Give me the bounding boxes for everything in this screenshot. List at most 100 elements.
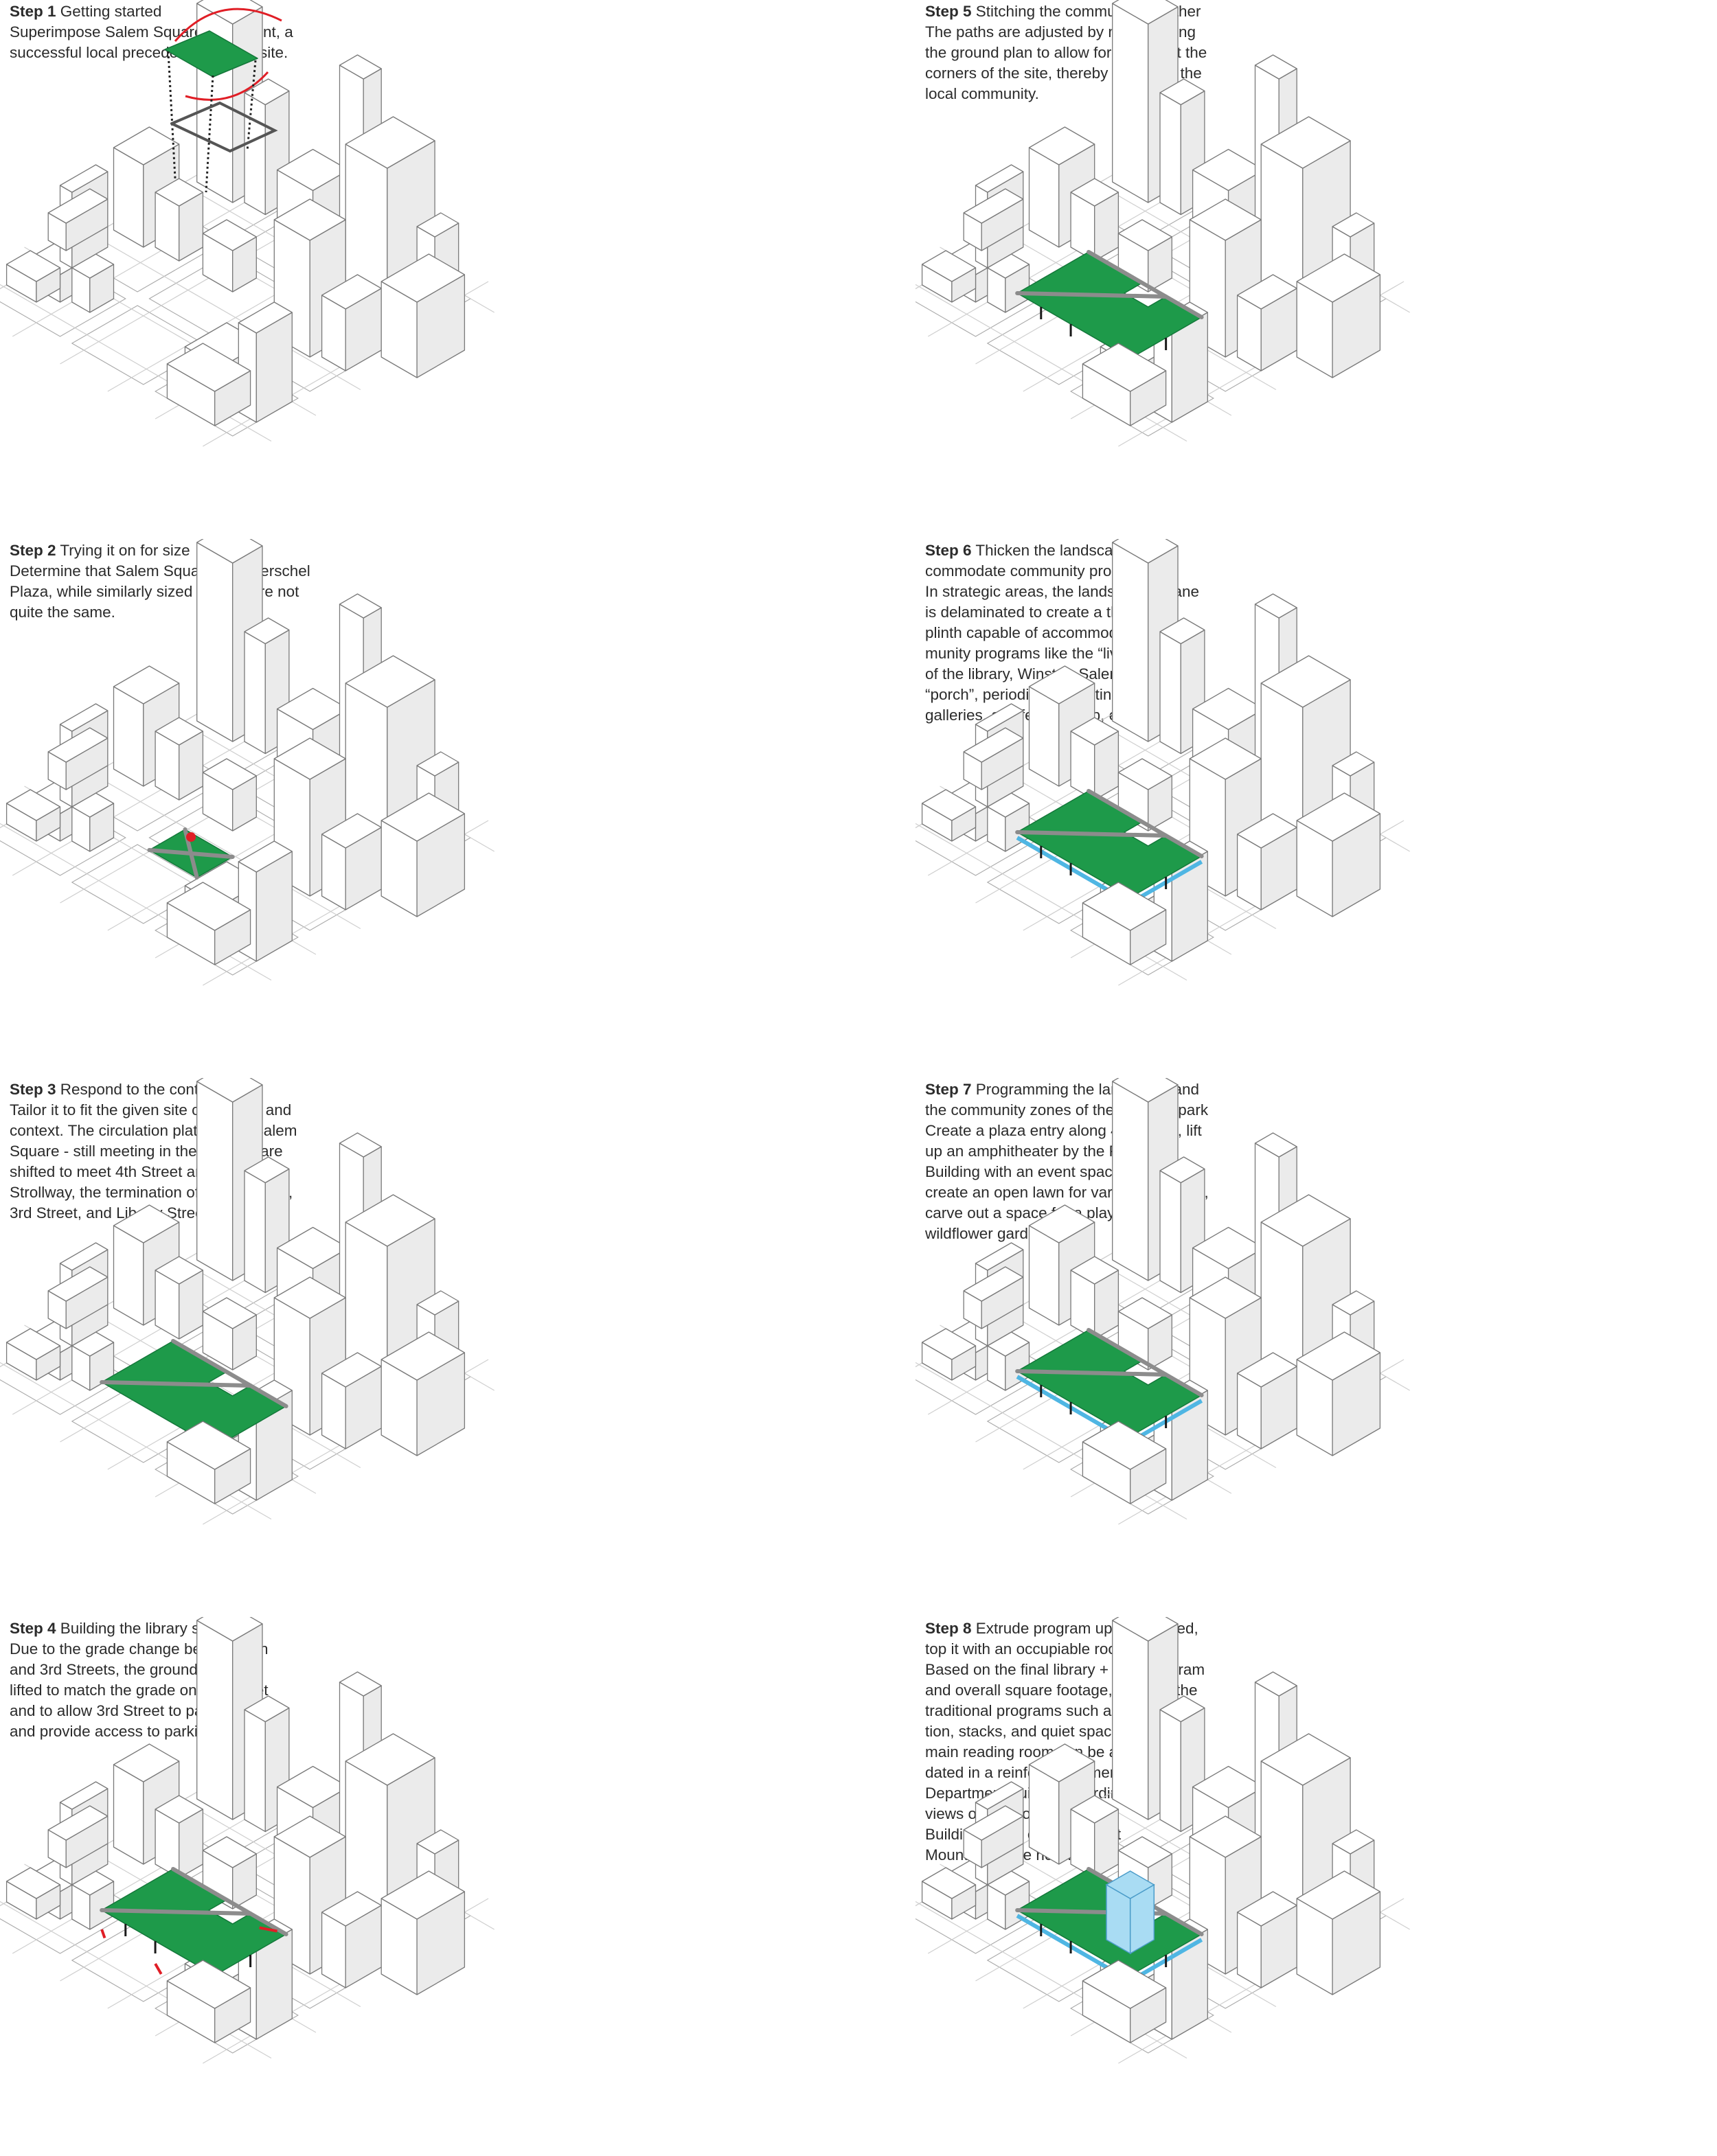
building-roof <box>1159 1695 1205 1723</box>
building <box>963 188 1024 251</box>
circulation-path <box>1087 1328 1204 1397</box>
building-roof <box>1117 1297 1172 1329</box>
building <box>921 1867 977 1920</box>
building <box>238 840 293 962</box>
city-group <box>916 0 1411 447</box>
grade-change-marker <box>259 1926 277 1933</box>
building-roof <box>339 1671 382 1697</box>
step-label: Step 7 <box>925 1081 972 1098</box>
building-roof <box>196 1078 263 1103</box>
building <box>380 253 466 378</box>
building-roof <box>1028 665 1095 704</box>
isometric-city-model <box>0 0 495 447</box>
building <box>166 882 251 965</box>
building-roof <box>1189 1276 1262 1319</box>
building-roof <box>59 1781 109 1810</box>
building-roof <box>276 1226 350 1270</box>
building <box>47 188 109 251</box>
building <box>1070 717 1119 801</box>
building-face <box>244 92 266 216</box>
building-roof <box>1117 1836 1172 1868</box>
circulation-path <box>1087 789 1204 858</box>
building-roof <box>1254 1671 1297 1697</box>
step-panel-7: Step 7 Programming the landscape and the… <box>916 1078 1717 1617</box>
building <box>202 758 257 832</box>
building-roof <box>113 1743 180 1782</box>
step-label: Step 8 <box>925 1620 972 1637</box>
building-roof <box>155 717 204 746</box>
building-roof <box>416 751 459 777</box>
building-roof <box>1192 1226 1265 1270</box>
building-roof <box>5 250 61 282</box>
building-roof <box>273 1276 346 1319</box>
building-roof <box>1189 737 1262 780</box>
projection-line <box>246 60 257 152</box>
building-roof <box>273 1815 346 1858</box>
building-roof <box>1192 687 1265 731</box>
building <box>1070 178 1119 262</box>
building-face <box>244 631 266 755</box>
building <box>71 1870 115 1930</box>
circulation-path <box>1015 830 1168 838</box>
building-roof <box>1117 758 1172 790</box>
building <box>1082 882 1167 965</box>
building <box>1082 1960 1167 2043</box>
city-group <box>916 1617 1411 2064</box>
building-roof <box>963 1266 1024 1302</box>
step-label: Step 5 <box>925 3 972 20</box>
building-roof <box>202 758 257 790</box>
building <box>963 1805 1024 1868</box>
building <box>321 274 382 371</box>
building-roof <box>5 1328 61 1360</box>
building-roof <box>1236 274 1297 310</box>
building-roof <box>1260 655 1351 708</box>
circulation-path <box>100 1380 253 1388</box>
building-face <box>1159 1170 1181 1294</box>
building-roof <box>155 178 204 207</box>
building <box>155 1256 204 1340</box>
building-roof <box>1159 78 1205 106</box>
building <box>155 1795 204 1879</box>
building-roof <box>238 840 293 873</box>
building <box>244 1695 290 1833</box>
building <box>5 1328 61 1381</box>
building-roof <box>1254 1132 1297 1158</box>
building-roof <box>921 250 977 282</box>
building <box>1070 1256 1119 1340</box>
building <box>921 250 977 303</box>
isometric-city-model <box>916 1617 1411 2064</box>
building <box>380 1870 466 1995</box>
building-roof <box>276 687 350 731</box>
building <box>47 1805 109 1868</box>
building <box>963 727 1024 790</box>
building-roof <box>339 1132 382 1158</box>
building <box>155 178 204 262</box>
building-roof <box>345 116 435 169</box>
building <box>380 792 466 917</box>
building-roof <box>1236 1352 1297 1388</box>
building-roof <box>1260 1194 1351 1247</box>
step-description: Superimpose Salem Square precedent, a su… <box>10 23 293 61</box>
building-roof <box>1296 1870 1381 1920</box>
building-face <box>196 3 234 203</box>
building-roof <box>1117 219 1172 251</box>
building <box>1236 1891 1297 1988</box>
building-roof <box>1189 1815 1262 1858</box>
circulation-path <box>171 1339 288 1408</box>
building-roof <box>113 665 180 704</box>
building-roof <box>1254 54 1297 80</box>
building-roof <box>321 1891 382 1927</box>
building <box>321 1352 382 1449</box>
projection-line <box>205 75 214 193</box>
building <box>71 253 115 313</box>
building-roof <box>345 1194 435 1247</box>
building-roof <box>276 1765 350 1809</box>
building <box>1159 1156 1205 1294</box>
city-group <box>0 539 495 986</box>
building-roof <box>416 1290 459 1316</box>
building <box>921 789 977 842</box>
step-title: Step 2 Trying it on for size <box>10 540 353 561</box>
